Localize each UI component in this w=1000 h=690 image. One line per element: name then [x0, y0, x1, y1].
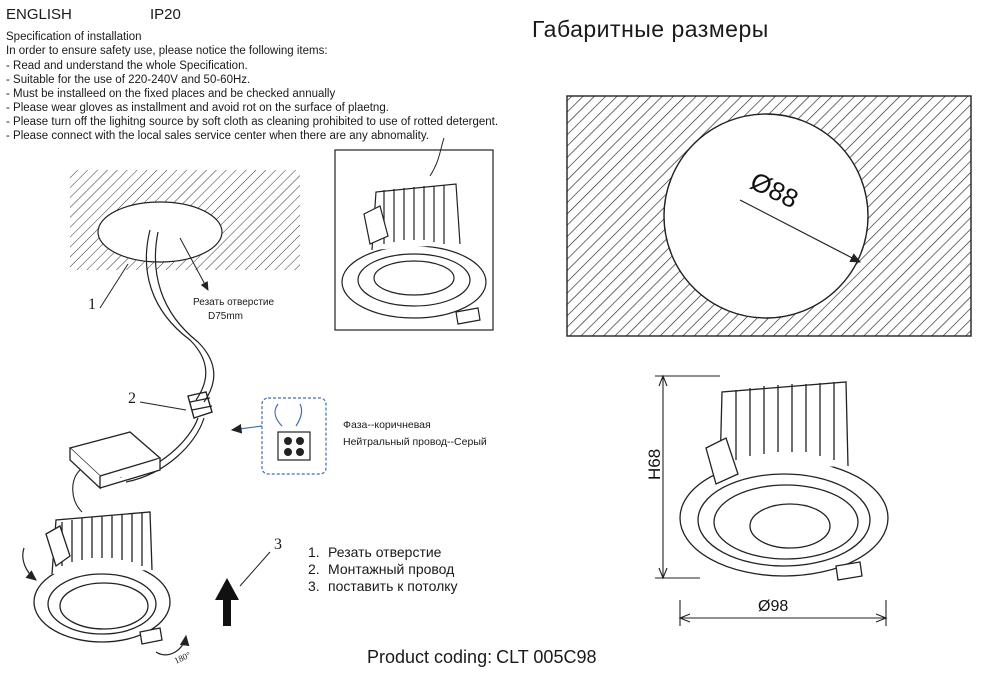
- install-step: 1. Резать отверстие: [308, 544, 458, 561]
- terminal-connector: [187, 391, 213, 419]
- cutout-diameter: D75mm: [208, 311, 244, 322]
- product-coding: Product coding:CLT 005C98: [367, 647, 596, 668]
- spec-item: - Please wear gloves as installment and …: [6, 102, 389, 114]
- callout-3: 3: [274, 536, 282, 553]
- install-steps: 1. Резать отверстие 2. Монтажный провод 3.…: [308, 544, 458, 595]
- wiring-inset: [230, 397, 327, 475]
- coding-label: Product coding:: [367, 647, 493, 667]
- supply-wire: [145, 229, 215, 403]
- ip-rating: IP20: [150, 6, 181, 23]
- cutout-label: Резать отверстие: [193, 297, 275, 308]
- callout-2: 2: [128, 390, 136, 407]
- height-dimension: [655, 374, 720, 580]
- neutral-label: Нейтральный провод--Серый: [343, 436, 487, 448]
- step-text: Монтажный провод: [328, 561, 455, 577]
- step-text: поставить к потолку: [328, 578, 458, 594]
- cutout-dimension: [566, 95, 972, 337]
- step-number: 2.: [308, 561, 320, 577]
- height-label: H68: [645, 449, 664, 480]
- install-step: 2. Монтажный провод: [308, 561, 458, 578]
- coding-value: CLT 005C98: [496, 647, 597, 667]
- spec-item: - Please connect with the local sales se…: [6, 130, 429, 142]
- dimensions-title: Габаритные размеры: [532, 16, 769, 42]
- outer-diameter-label: Ø98: [758, 598, 788, 615]
- install-step: 3. поставить к потолку: [308, 578, 458, 595]
- spec-list: - Read and understand the whole Specific…: [6, 59, 498, 143]
- driver-box: [68, 431, 162, 490]
- step-text: Резать отверстие: [328, 544, 442, 560]
- spec-item: - Suitable for the use of 220-240V and 5…: [6, 74, 251, 86]
- luminaire-side-view: [679, 381, 889, 581]
- callout-1: 1: [88, 296, 96, 313]
- spec-item: - Please turn off the lighitng source by…: [6, 116, 499, 128]
- spec-intro: In order to ensure safety use, please no…: [6, 45, 328, 57]
- step-number: 1.: [308, 544, 320, 560]
- install-luminaire: [33, 511, 171, 645]
- spec-title: Specification of installation: [6, 31, 142, 43]
- step-number: 3.: [308, 578, 320, 594]
- language-label: ENGLISH: [6, 6, 72, 23]
- outer-diameter-dimension: [678, 600, 888, 626]
- ceiling-hatch: [70, 170, 300, 291]
- spec-item: - Read and understand the whole Specific…: [6, 60, 248, 72]
- luminaire-photo: [334, 137, 494, 331]
- spec-item: - Must be installeed on the fixed places…: [6, 88, 336, 100]
- up-arrow-icon: [215, 578, 239, 626]
- phase-label: Фаза--коричневая: [343, 419, 431, 431]
